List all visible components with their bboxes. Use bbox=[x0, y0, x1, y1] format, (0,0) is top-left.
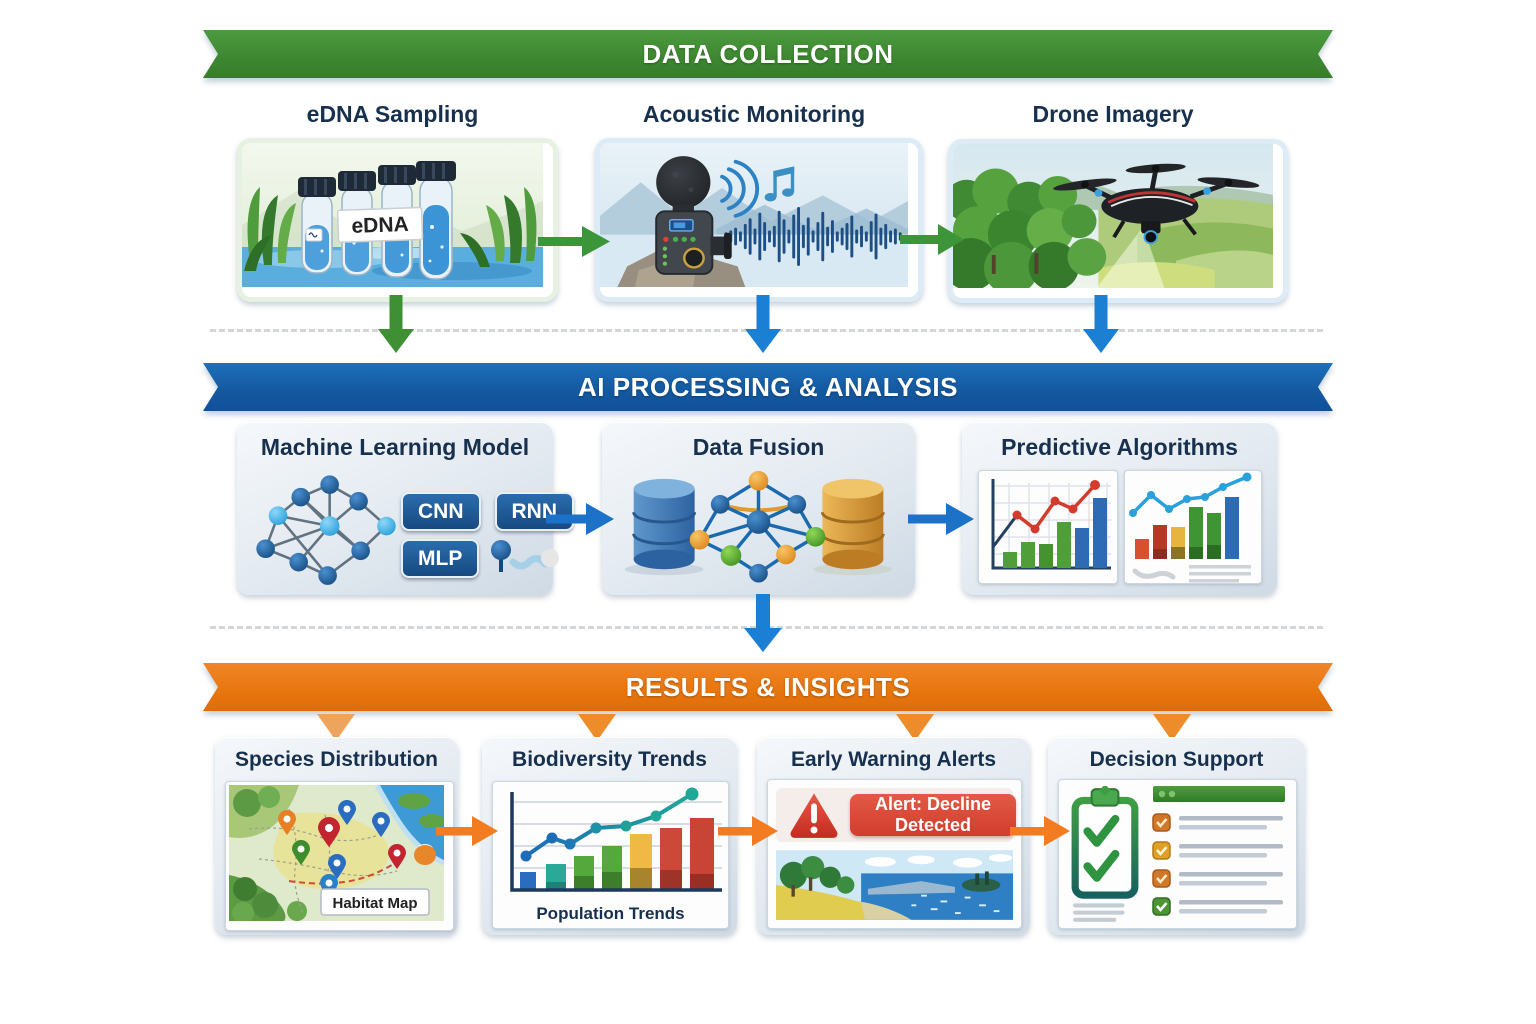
species-distribution-box: Species Distribution bbox=[215, 737, 458, 935]
rnn-badge: RNN bbox=[494, 492, 574, 531]
pointer-decision bbox=[1153, 714, 1191, 741]
habitat-map-label-text: Habitat Map bbox=[332, 895, 417, 912]
warning-triangle-icon bbox=[790, 793, 838, 838]
arrow-acoustic-down bbox=[745, 295, 781, 353]
report-chart-panel bbox=[1124, 470, 1262, 584]
ml-model-title: Machine Learning Model bbox=[260, 434, 530, 460]
drone-illustration bbox=[953, 144, 1273, 288]
results-banner: RESULTS & INSIGHTS bbox=[203, 663, 1333, 711]
data-fusion-icon bbox=[624, 470, 893, 583]
arrow-edna-down bbox=[378, 295, 414, 353]
arrow-fusion-to-predictive bbox=[908, 503, 974, 535]
predictive-algorithms-box: Predictive Algorithms bbox=[962, 422, 1277, 595]
early-warning-alerts-box: Early Warning Alerts Alert: Decline Dete… bbox=[757, 737, 1030, 935]
pointer-alerts bbox=[896, 714, 934, 741]
report-chart bbox=[1129, 472, 1252, 583]
alert-banner-text: Alert: Decline Detected bbox=[874, 794, 992, 835]
music-note-icon bbox=[764, 166, 795, 202]
decision-list bbox=[1152, 786, 1285, 916]
field-recorder bbox=[655, 156, 732, 275]
arrow-drone-down bbox=[1083, 295, 1119, 353]
edna-tube-label-text: eDNA bbox=[351, 213, 409, 238]
arrow-trends-to-alerts bbox=[718, 816, 778, 846]
neural-network-icon bbox=[256, 475, 396, 585]
forecast-chart bbox=[991, 479, 1111, 570]
population-trends-chart bbox=[510, 787, 722, 892]
ai-processing-banner: AI PROCESSING & ANALYSIS bbox=[203, 363, 1333, 411]
biodiversity-trends-box: Biodiversity Trends bbox=[482, 737, 737, 935]
landscape-image bbox=[776, 850, 1013, 920]
pointer-trends bbox=[578, 714, 616, 741]
edna-tube-label: eDNA bbox=[336, 206, 424, 244]
decision-panel bbox=[1058, 779, 1297, 929]
ai-processing-banner-label: AI PROCESSING & ANALYSIS bbox=[578, 371, 958, 402]
biodiversity-trends-title: Biodiversity Trends bbox=[512, 748, 707, 771]
data-collection-banner-label: DATA COLLECTION bbox=[642, 38, 894, 69]
early-warning-alerts-title: Early Warning Alerts bbox=[791, 748, 996, 771]
alerts-panel: Alert: Decline Detected bbox=[767, 779, 1022, 929]
data-fusion-title: Data Fusion bbox=[692, 434, 825, 460]
arrow-acoustic-to-drone bbox=[900, 224, 964, 255]
forest bbox=[953, 168, 1107, 288]
map-pins bbox=[278, 800, 436, 899]
acoustic-monitoring-label: Acoustic Monitoring bbox=[642, 101, 866, 127]
arrow-fusion-down bbox=[744, 594, 782, 652]
results-banner-label: RESULTS & INSIGHTS bbox=[625, 671, 911, 702]
drone-imagery-label: Drone Imagery bbox=[1032, 101, 1194, 127]
arrow-species-to-trends bbox=[436, 816, 498, 846]
cnn-badge: CNN bbox=[401, 492, 481, 531]
population-trends-caption: Population Trends bbox=[536, 904, 685, 923]
species-distribution-title: Species Distribution bbox=[234, 748, 439, 771]
decision-support-title: Decision Support bbox=[1089, 748, 1264, 771]
edna-illustration: eDNA bbox=[242, 143, 543, 287]
forecast-chart-panel bbox=[978, 470, 1118, 584]
data-fusion-box: Data Fusion bbox=[602, 422, 915, 595]
arrow-ml-to-fusion bbox=[546, 503, 614, 535]
habitat-map-panel: Habitat Map bbox=[225, 781, 454, 931]
sound-wave-icon bbox=[720, 159, 760, 218]
node-squiggle-icon bbox=[491, 540, 560, 572]
machine-learning-model-box: Machine Learning Model CNN RNN bbox=[237, 422, 574, 595]
data-collection-banner: DATA COLLECTION bbox=[203, 30, 1333, 78]
population-trends-panel: Population Trends bbox=[492, 781, 729, 929]
alert-banner: Alert: Decline Detected bbox=[850, 794, 1016, 836]
pointer-species bbox=[317, 714, 355, 741]
mlp-badge: MLP bbox=[401, 538, 480, 578]
edna-sampling-label: eDNA Sampling bbox=[306, 101, 479, 127]
decision-support-box: Decision Support bbox=[1048, 737, 1305, 935]
drone-imagery-image bbox=[948, 139, 1288, 303]
acoustic-illustration bbox=[600, 143, 908, 287]
arrow-alerts-to-decision bbox=[1010, 816, 1070, 846]
predictive-algorithms-title: Predictive Algorithms bbox=[1001, 434, 1238, 460]
checklist-clipboard-icon bbox=[1071, 786, 1139, 922]
drone bbox=[1053, 163, 1260, 245]
acoustic-monitoring-image bbox=[595, 138, 923, 302]
edna-sampling-image: eDNA bbox=[237, 138, 558, 302]
habitat-map-label: Habitat Map bbox=[320, 888, 430, 916]
habitat-map: Habitat Map bbox=[229, 783, 446, 924]
arrow-edna-to-acoustic bbox=[538, 226, 610, 257]
